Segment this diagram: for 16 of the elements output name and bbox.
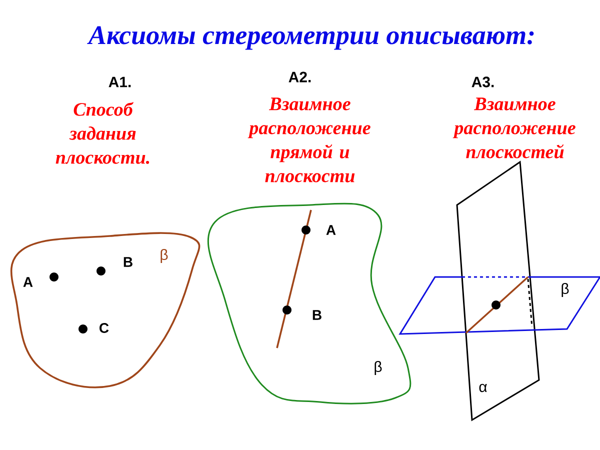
axiom-description: Взаимное расположение прямой и плоскости: [248, 98, 370, 182]
point-label: A: [326, 225, 336, 235]
axiom-number: А1.: [108, 76, 131, 88]
plane-label: β: [374, 361, 382, 375]
point-label: C: [100, 323, 109, 333]
axiom-description: Взаимное расположение плоскостей: [452, 98, 576, 158]
axiom-description: Способ задания плоскости.: [56, 102, 150, 164]
axiom-number: А2.: [288, 72, 311, 82]
plane-label: α: [479, 384, 487, 392]
plane-label: β: [562, 283, 569, 297]
point-label: B: [312, 310, 322, 320]
point-label: A: [23, 277, 33, 287]
axiom-number: А3.: [472, 76, 494, 88]
title: Аксиомы стереометрии описывают:: [87, 26, 534, 50]
point-label: B: [124, 257, 132, 267]
plane-label: β: [160, 249, 168, 263]
